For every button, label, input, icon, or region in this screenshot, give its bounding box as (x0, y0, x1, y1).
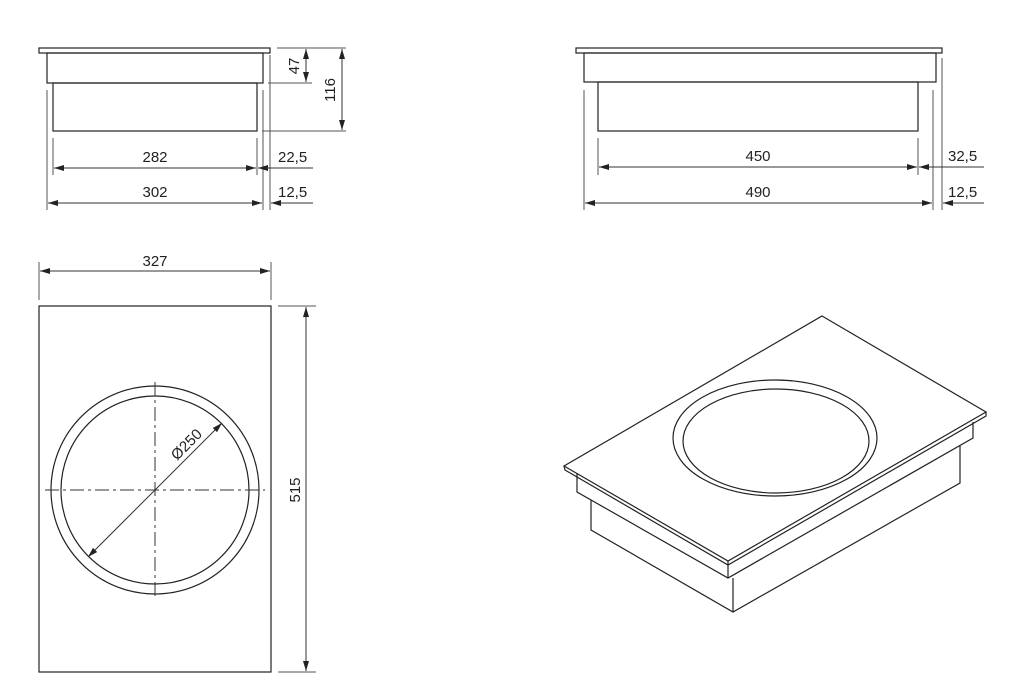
dim-label-490: 490 (745, 184, 770, 201)
dim-line-diameter (87, 422, 223, 558)
dim-label-515: 515 (287, 477, 304, 502)
side-view-narrow: 282 302 22,5 12,5 47 116 (38, 47, 346, 210)
cooktop-glass (38, 47, 271, 54)
dim-label-282: 282 (142, 149, 167, 166)
extension-lines (46, 47, 346, 210)
dim-label-22-5: 22,5 (278, 149, 307, 166)
isometric-view (562, 315, 988, 613)
dim-label-12-5: 12,5 (948, 184, 977, 201)
dim-label-47: 47 (286, 58, 303, 75)
side-view-wide: 450 490 32,5 12,5 (575, 47, 984, 210)
iso-top-surface (562, 315, 988, 562)
iso-glass-edge (563, 412, 987, 566)
upper-frame (583, 52, 937, 83)
iso-wok-rim-outer (672, 379, 878, 497)
extension-lines (583, 58, 943, 210)
dim-label-12-5: 12,5 (278, 184, 307, 201)
plan-view: Ø250 327 515 (38, 253, 316, 673)
upper-frame (46, 52, 264, 84)
iso-frame (576, 422, 974, 579)
cooktop-outline (38, 305, 272, 673)
dim-label-32-5: 32,5 (948, 148, 977, 165)
dim-label-450: 450 (745, 148, 770, 165)
cooktop-glass (575, 47, 943, 54)
dim-label-302: 302 (142, 184, 167, 201)
lower-body (52, 82, 258, 132)
iso-lower-body (590, 446, 961, 613)
extension-lines (38, 262, 316, 673)
dim-label-327: 327 (142, 253, 167, 270)
lower-body (597, 81, 919, 132)
dim-label-116: 116 (322, 78, 339, 102)
iso-wok-rim-inner (682, 388, 870, 494)
